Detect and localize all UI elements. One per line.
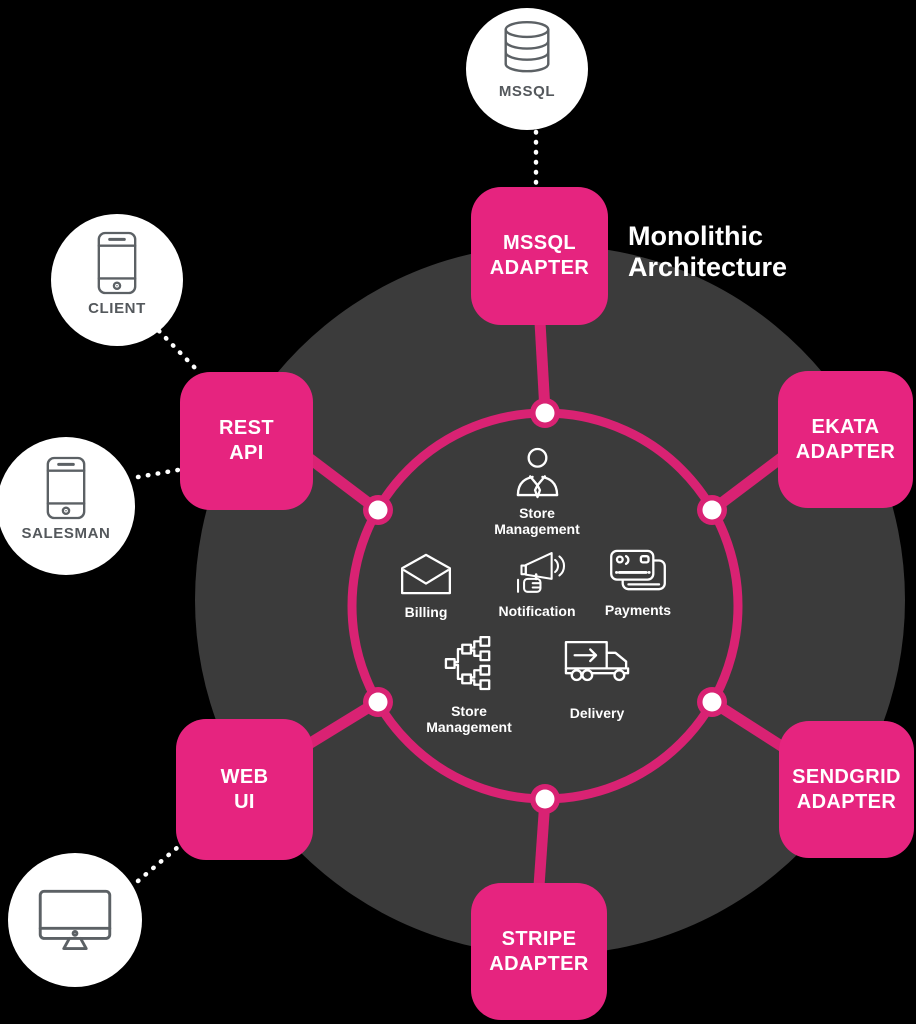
module-store-management-bottom: Store Management [404,636,534,735]
salesman-circle: SALESMAN [0,437,135,575]
delivery-label: Delivery [569,705,625,721]
mssql-db-label: MSSQL [498,83,556,100]
smartphone-icon [46,456,86,520]
client-label: CLIENT [88,300,146,317]
ring-node-top [530,398,560,428]
tree-hierarchy-icon [444,636,491,691]
connector-mssql-adapter [534,321,551,412]
desktop-monitor-icon [38,889,112,950]
dotted-link-salesman [135,467,181,480]
sendgrid-adapter-label: SENDGRID [792,765,901,788]
mssql-adapter-label: MSSQL [502,232,577,254]
module-delivery: Delivery [532,640,662,721]
megaphone-icon [517,552,566,593]
sendgrid-adapter-box: SENDGRID ADAPTER [779,721,914,858]
notification-label: Notification [498,603,576,619]
manager-icon [516,447,558,499]
database-icon [504,20,550,73]
web-ui-label: WEB [220,765,269,788]
rest-api-box: REST API [180,372,313,510]
module-notification: Notification [472,547,602,619]
web-ui-box: WEB UI [176,719,313,860]
ekata-adapter-box: EKATA ADAPTER [778,371,913,508]
connector-stripe-adapter [533,799,551,887]
mssql-db-circle: MSSQL [466,8,588,130]
dotted-link-workstation [135,844,181,884]
stripe-adapter-label: STRIPE [501,927,577,950]
rest-api-label: REST [219,417,274,439]
salesman-label: SALESMAN [21,525,111,542]
client-circle: CLIENT [51,214,183,346]
ring-node-lower-left [363,687,393,717]
smartphone-icon [97,231,137,295]
module-billing: Billing [361,553,491,620]
store-management-top-label: Store Management [494,505,580,537]
ring-node-lower-right [697,687,727,717]
ring-node-bottom [530,784,560,814]
dotted-link-client [156,328,200,373]
stripe-adapter-box: STRIPE ADAPTER [471,883,607,1020]
ekata-adapter-label: EKATA [811,415,880,438]
delivery-truck-icon [564,640,630,682]
payments-label: Payments [604,602,672,618]
diagram-title: Monolithic Architecture [628,221,788,282]
mssql-adapter-box: MSSQL ADAPTER [471,187,608,325]
workstation-circle [8,853,142,987]
open-envelope-icon [400,553,452,595]
module-payments: Payments [573,549,703,618]
credit-cards-icon [610,549,666,591]
billing-label: Billing [404,604,448,620]
store-management-bottom-label: Store Management [426,703,512,735]
ring-node-upper-right [697,495,727,525]
module-store-management-top: Store Management [472,446,602,537]
ring-node-upper-left [363,495,393,525]
